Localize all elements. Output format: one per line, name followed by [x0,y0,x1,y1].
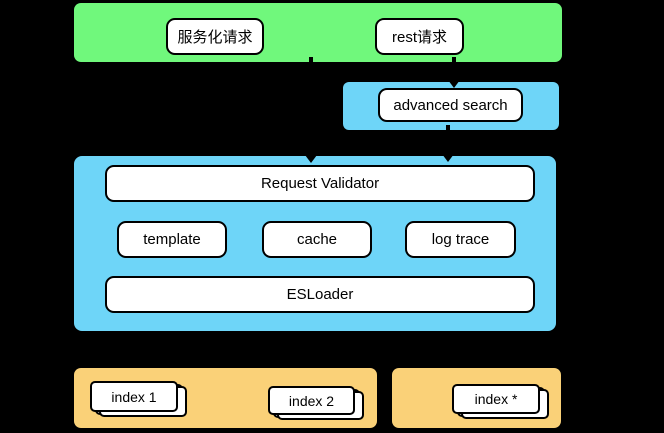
index-group-left-container: index 1 index 2 [74,368,377,428]
connector-advanced-search-to-core [442,125,454,162]
node-log-trace: log trace [405,221,516,258]
request-layer-container: 服务化请求 rest请求 [74,3,562,62]
node-rest-request: rest请求 [375,18,464,55]
node-advanced-search: advanced search [378,88,523,122]
connector-requests-to-advanced-search [448,57,460,88]
arrowhead-icon [442,154,454,162]
advanced-search-layer-container: advanced search [343,82,559,130]
node-template: template [117,221,227,258]
node-index-2: index 2 [268,386,355,415]
node-esloader: ESLoader [105,276,535,313]
index-group-right-container: index * [392,368,561,428]
connector-requests-to-core [305,57,317,163]
node-service-request: 服务化请求 [166,18,264,55]
arrowhead-icon [448,80,460,88]
node-index-wildcard: index * [452,384,540,414]
arrowhead-icon [305,155,317,163]
node-cache: cache [262,221,372,258]
core-service-layer-container: Request Validator template cache log tra… [74,156,556,331]
node-request-validator: Request Validator [105,165,535,202]
node-index-1: index 1 [90,381,178,412]
